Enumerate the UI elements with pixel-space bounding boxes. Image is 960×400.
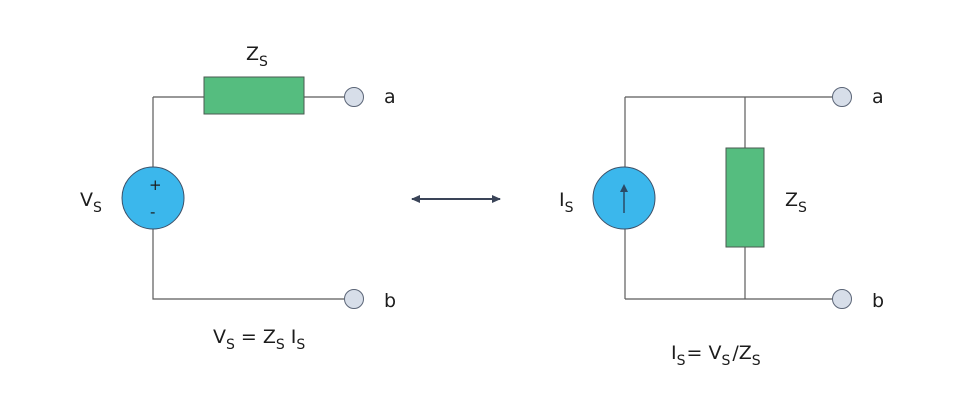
right-terminal-b-label: b xyxy=(872,290,884,312)
voltage-source-label: VS xyxy=(80,189,102,216)
left-terminal-b xyxy=(344,289,364,309)
voltage-source-minus: - xyxy=(150,203,155,221)
left-terminal-a-label: a xyxy=(384,86,396,108)
right-circuit: IS ZS a b IS= VS/ZS xyxy=(559,86,884,369)
right-terminal-b xyxy=(832,289,852,309)
left-impedance-resistor xyxy=(203,76,305,115)
right-terminal-a-label: a xyxy=(872,86,884,108)
right-terminal-a xyxy=(832,87,852,107)
left-terminal-a xyxy=(344,87,364,107)
right-equation: IS= VS/ZS xyxy=(671,342,761,369)
left-impedance-label: ZS xyxy=(246,43,268,70)
voltage-source xyxy=(121,166,185,230)
voltage-source-plus: + xyxy=(149,176,162,194)
left-terminal-b-label: b xyxy=(384,290,396,312)
current-source-label: IS xyxy=(559,189,574,216)
right-impedance-label: ZS xyxy=(785,189,807,216)
left-vertical-wire-bottom xyxy=(152,229,344,300)
right-impedance-resistor xyxy=(725,147,765,248)
